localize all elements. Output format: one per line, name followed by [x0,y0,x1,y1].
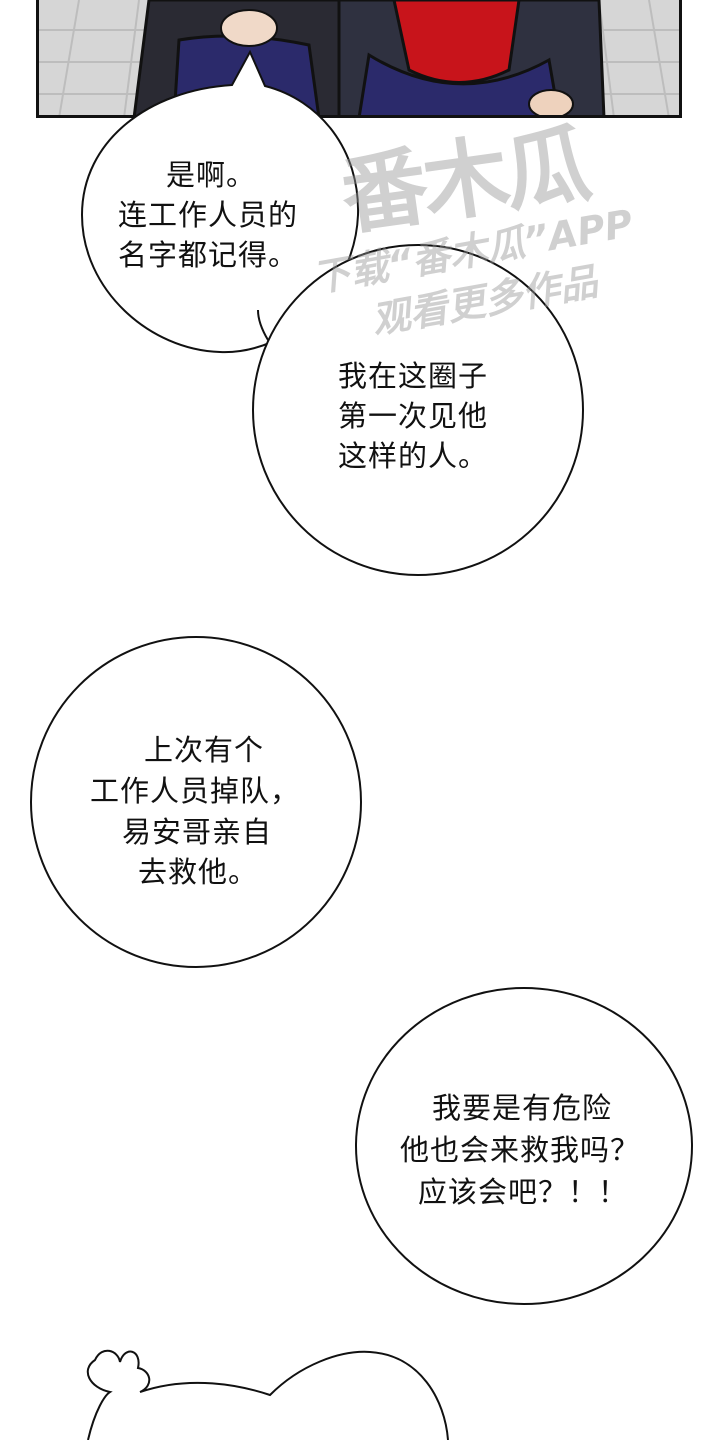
bubble-1-line-1: 是啊。 [166,158,257,192]
bubble-4-line-3: 应该会吧？！！ [418,1175,629,1209]
bubble-4-line-1: 我要是有危险 [432,1091,613,1125]
speech-bubble-2 [252,244,584,576]
bubble-2-line-2: 第一次见他 [338,399,489,433]
bubble-3-line-2: 工作人员掉队， [90,774,301,808]
speech-bubble-4 [355,987,693,1305]
bubble-1-line-2: 连工作人员的 [118,198,299,232]
bubble-3-line-1: 上次有个 [144,733,265,767]
speech-bubble-1 [80,49,360,354]
bubble-3-line-4: 去救他。 [138,855,259,889]
speech-bubble-3 [30,636,362,968]
bubble-3-line-3: 易安哥亲自 [122,815,273,849]
bubble-1-line-3: 名字都记得。 [118,238,299,272]
bubble-4-line-2: 他也会来救我吗？ [400,1133,641,1167]
bubble-2-line-3: 这样的人。 [338,439,489,473]
bubble-2-line-1: 我在这圈子 [338,359,489,393]
speech-bubble-5-partial [86,1349,449,1440]
